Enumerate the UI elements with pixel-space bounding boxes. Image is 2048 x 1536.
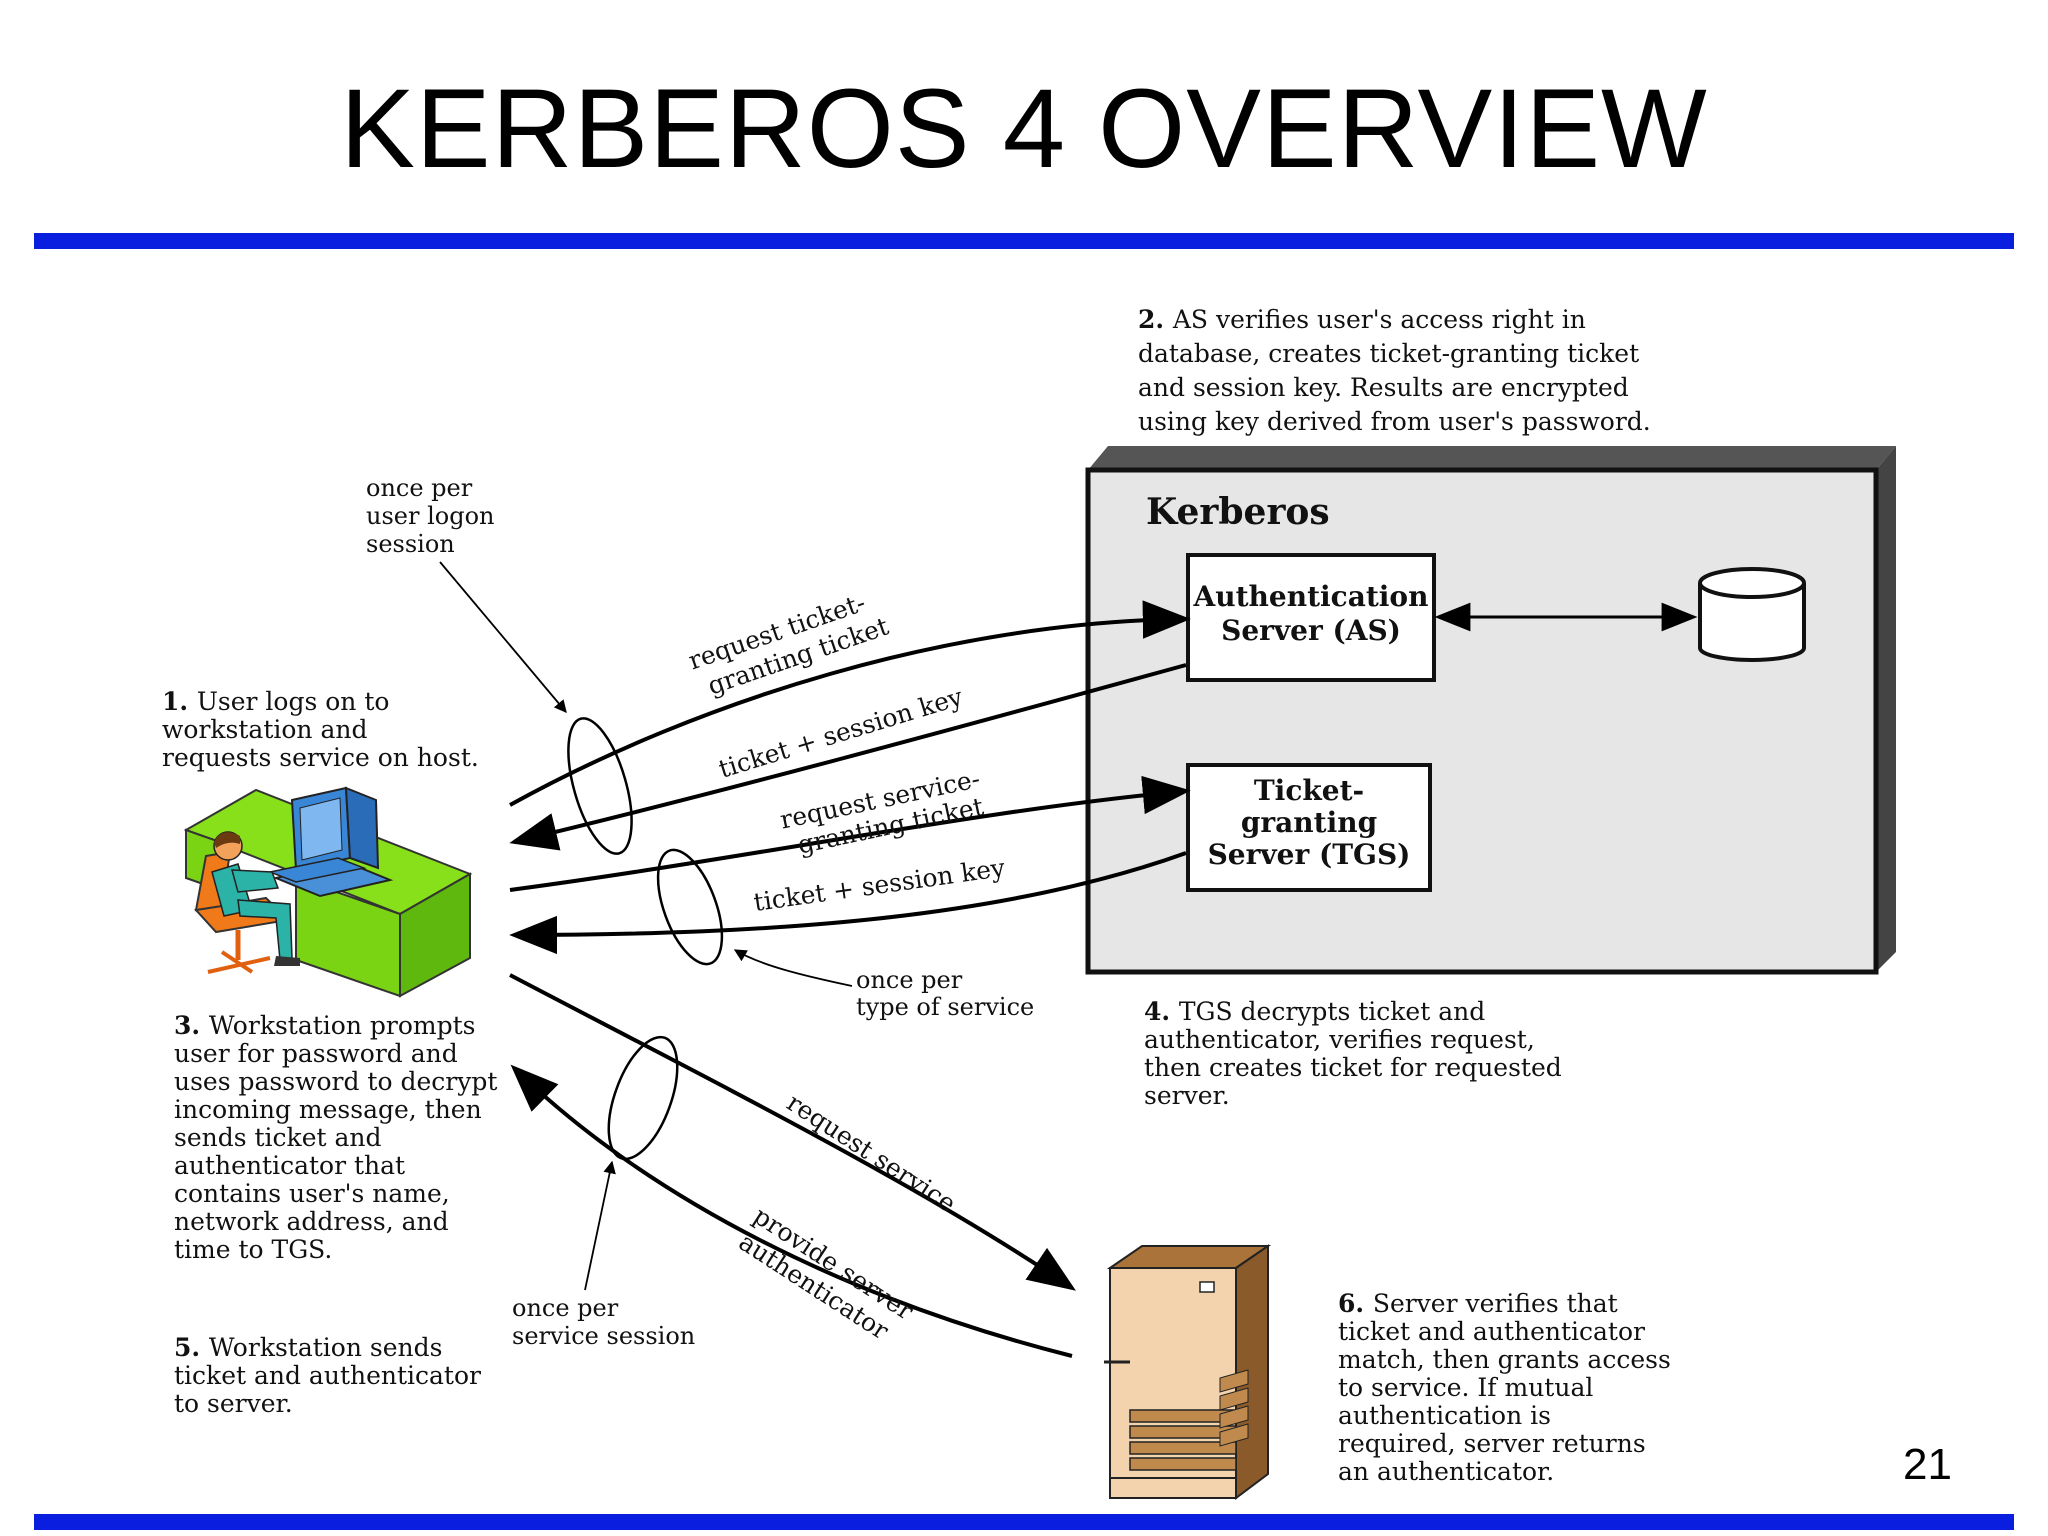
arrow-request-service [509, 973, 1076, 1291]
tgs-box: Ticket- granting Server (TGS) [1186, 763, 1432, 892]
user-at-workstation-icon [183, 786, 473, 998]
step1-line-1: 1. User logs on to [162, 687, 389, 716]
footer-divider [34, 1514, 2014, 1530]
step6-line-6: required, server returns [1338, 1429, 1646, 1458]
note-logon-line-3: session [366, 530, 455, 558]
step4-line-2: authenticator, verifies request, [1144, 1025, 1535, 1054]
step2-line-3: and session key. Results are encrypted [1138, 373, 1629, 402]
title-divider [34, 233, 2014, 249]
arrow-provide-authenticator [510, 1064, 1073, 1358]
step1-line-3: requests service on host. [162, 743, 479, 772]
step5-number: 5. [174, 1333, 209, 1362]
note-service-session-line-2: service session [512, 1322, 695, 1350]
step3-number: 3. [174, 1011, 209, 1040]
step3-line-9: time to TGS. [174, 1235, 332, 1264]
step6-line-5: authentication is [1338, 1401, 1551, 1430]
note-logon-session: once per user logon session [366, 474, 494, 558]
step6-line-7: an authenticator. [1338, 1457, 1554, 1486]
step3-line-6: authenticator that [174, 1151, 405, 1180]
authentication-server-box: Authentication Server (AS) [1186, 553, 1436, 682]
step1-line-2: workstation and [162, 715, 367, 744]
arrow-ticket-session-key-2 [509, 851, 1187, 955]
ellipse-type-of-service [656, 848, 724, 966]
step3-line-7: contains user's name, [174, 1179, 450, 1208]
step3-line-4: incoming message, then [174, 1095, 482, 1124]
step3-line-5: sends ticket and [174, 1123, 382, 1152]
step3-line-1: 3. Workstation prompts [174, 1011, 475, 1040]
tgs-label-line-3: Server (TGS) [1208, 838, 1411, 871]
step6-line-4: to service. If mutual [1338, 1373, 1593, 1402]
pointer-service-session [584, 1160, 616, 1291]
note-service-session: once per service session [512, 1294, 695, 1350]
note-type-of-service: once per type of service [856, 966, 1034, 1021]
ellipse-logon-session [567, 717, 633, 855]
step3-line-8: network address, and [174, 1207, 449, 1236]
pointer-type-of-service [733, 949, 853, 987]
step4-line-4: server. [1144, 1081, 1230, 1110]
step3-line-2: user for password and [174, 1039, 458, 1068]
tgs-label-line-2: granting [1241, 806, 1377, 839]
database-cylinder-icon [1698, 567, 1806, 662]
server-tower-icon [1104, 1244, 1272, 1500]
step-4-text: 4. TGS decrypts ticket andauthenticator,… [1144, 997, 1562, 1110]
as-label-line-2: Server (AS) [1221, 614, 1401, 647]
arrow-ticket-session-key-1 [509, 663, 1187, 851]
step-2-text: 2. AS verifies user's access right in dat… [1138, 305, 1651, 436]
step4-line-1: 4. TGS decrypts ticket and [1144, 997, 1485, 1026]
step2-number: 2. [1138, 305, 1173, 334]
kerberos-system-box: Kerberos [1085, 446, 1896, 975]
note-service-type-line-1: once per [856, 966, 963, 994]
note-service-session-line-1: once per [512, 1294, 619, 1322]
note-service-type-line-2: type of service [856, 993, 1034, 1021]
step2-line-4: using key derived from user's password. [1138, 407, 1651, 436]
step3-line-3: uses password to decrypt [174, 1067, 497, 1096]
arrow-request-sgt [509, 775, 1191, 892]
step6-number: 6. [1338, 1289, 1373, 1318]
step5-line-2: ticket and authenticator [174, 1361, 481, 1390]
step2-line-1: 2. AS verifies user's access right in [1138, 305, 1586, 334]
note-logon-line-1: once per [366, 474, 473, 502]
arrow-request-tgt [509, 600, 1191, 807]
step6-line-2: ticket and authenticator [1338, 1317, 1645, 1346]
tgs-label-line-1: Ticket- [1254, 774, 1364, 807]
step4-number: 4. [1144, 997, 1179, 1026]
step2-line-2: database, creates ticket-granting ticket [1138, 339, 1639, 368]
pointer-logon-session [439, 561, 567, 713]
step1-number: 1. [162, 687, 197, 716]
as-label-line-1: Authentication [1193, 580, 1429, 613]
ellipse-service-session [607, 1035, 679, 1161]
slide-title: KERBEROS 4 OVERVIEW [340, 66, 1708, 191]
page-number: 21 [1903, 1440, 1952, 1489]
step5-line-3: to server. [174, 1389, 293, 1418]
kerberos-label: Kerberos [1146, 491, 1330, 533]
step5-line-1: 5. Workstation sends [174, 1333, 442, 1362]
step6-line-1: 6. Server verifies that [1338, 1289, 1618, 1318]
step6-line-3: match, then grants access [1338, 1345, 1671, 1374]
note-logon-line-2: user logon [366, 502, 494, 530]
step4-line-3: then creates ticket for requested [1144, 1053, 1562, 1082]
label-request-service: request service [782, 1088, 961, 1219]
